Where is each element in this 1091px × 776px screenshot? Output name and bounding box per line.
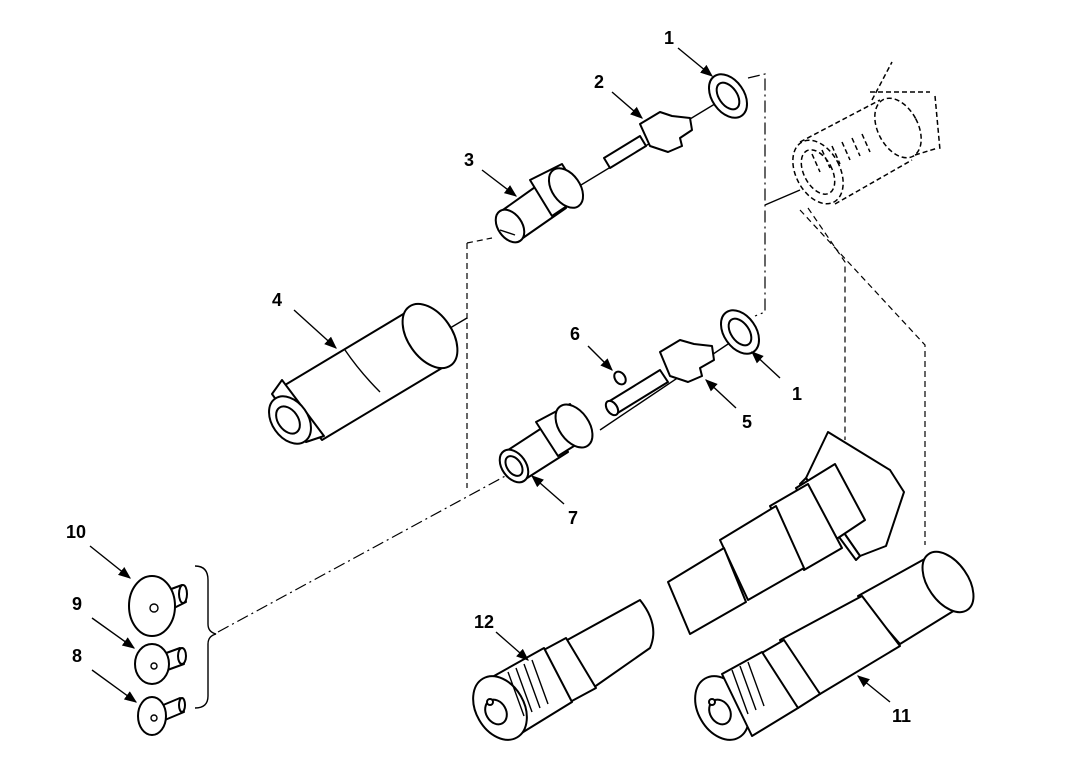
callout-6: 6 [570,324,580,344]
callout-11: 11 [892,706,911,726]
callout-8: 8 [72,646,82,666]
callout-3: 3 [464,150,474,170]
callout-10: 10 [66,522,86,542]
washer-top [707,73,749,119]
callout-labels: 1 2 3 4 6 1 5 7 10 9 8 12 11 [66,28,911,726]
callout-9: 9 [72,594,82,614]
callout-2: 2 [594,72,604,92]
o-ring [613,370,627,386]
washer-bottom [719,309,761,355]
sleeve [268,302,459,445]
callout-4: 4 [272,290,282,310]
nozzle-body-lower [498,403,594,484]
callout-7: 7 [568,508,578,528]
key-pin-top [603,111,693,169]
cone-tips [128,565,217,736]
callout-5: 5 [742,412,752,432]
ghost-handle [792,61,941,205]
handle-assembly [472,431,905,741]
leader-arrows [89,47,891,703]
key-pin-bottom [604,339,715,417]
callout-1-top: 1 [664,28,674,48]
nozzle-body-upper [494,163,585,244]
extension-tube [694,550,975,741]
callout-1-bottom: 1 [792,384,802,404]
callout-12: 12 [474,612,494,632]
